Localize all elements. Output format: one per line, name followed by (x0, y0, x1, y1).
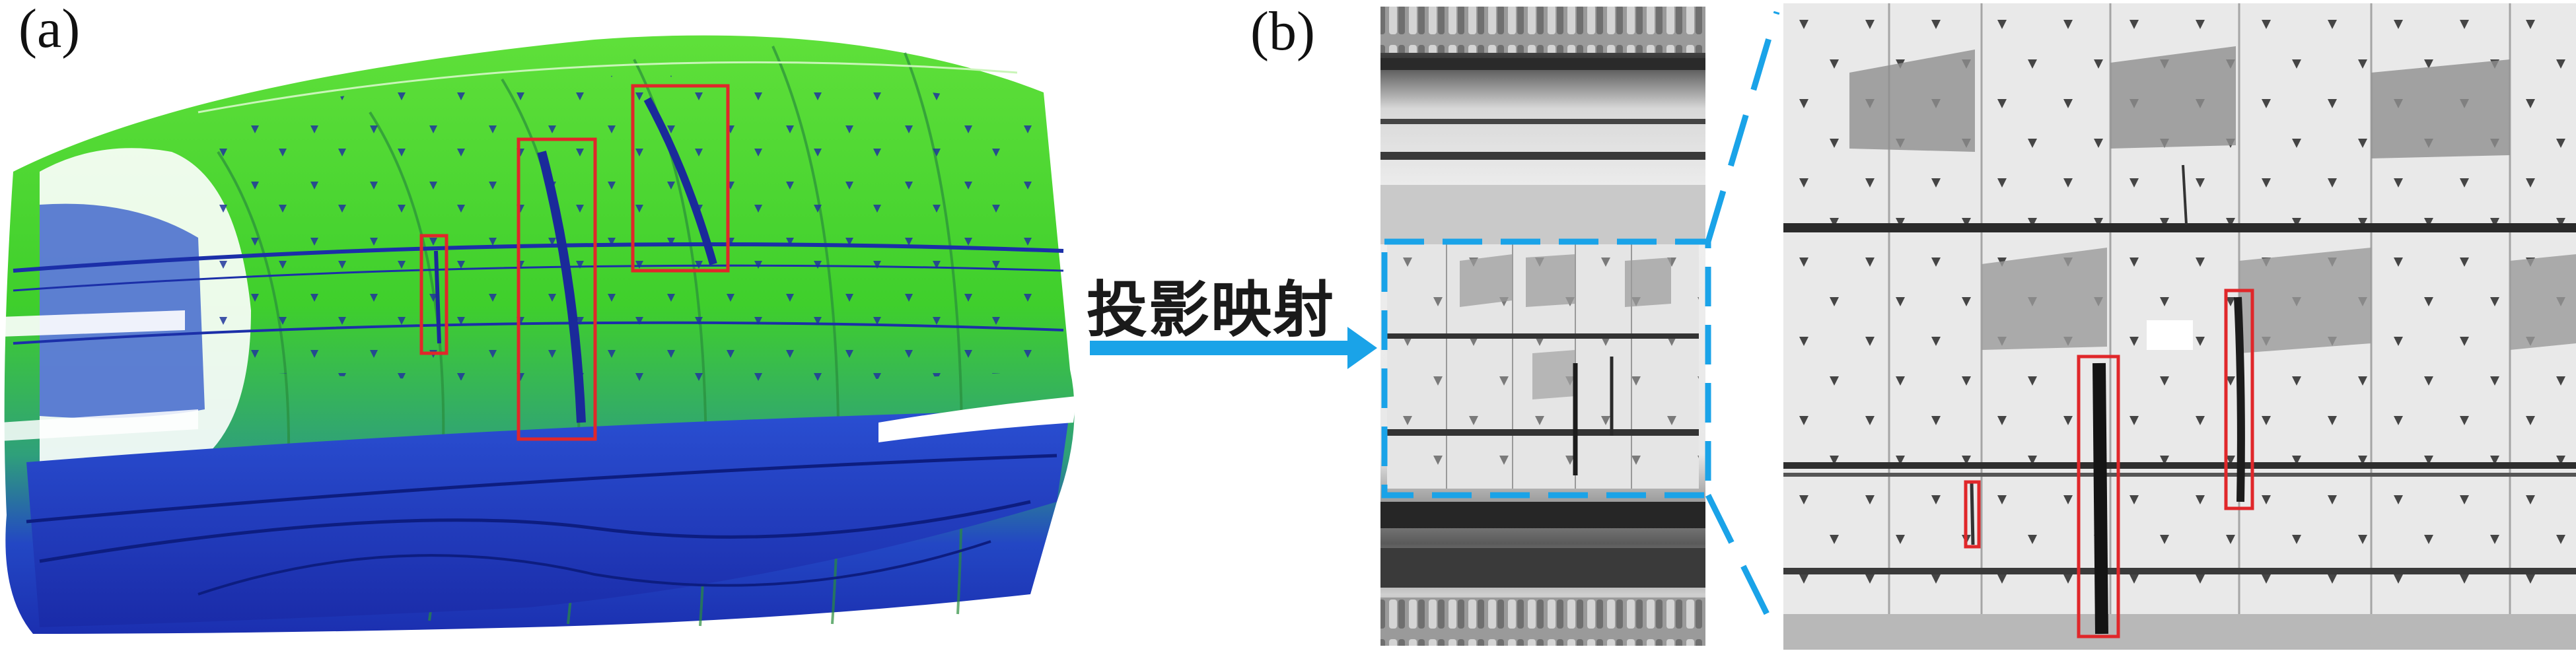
zoom-region-box (1381, 238, 1711, 498)
zoomed-gray-detail (1783, 3, 2576, 650)
highlight-box-b-2 (2077, 355, 2120, 638)
panel-label-b: (b) (1250, 1, 1315, 62)
highlight-box-a-2 (517, 137, 597, 441)
highlight-box-a-1 (419, 234, 448, 355)
highlight-box-b-1 (1964, 480, 1981, 549)
projected-gray-image (1380, 7, 1705, 646)
highlight-box-b-3 (2224, 289, 2254, 510)
highlight-box-a-3 (631, 84, 730, 273)
zoom-connector-bottom (1705, 494, 1780, 635)
point-cloud-tunnel (0, 35, 1077, 635)
right-arrow-icon (1090, 327, 1377, 369)
panel-label-a: (a) (18, 0, 81, 59)
projection-mapping-label: 投影映射 (1087, 275, 1336, 345)
zoom-connector-top (1705, 11, 1780, 243)
